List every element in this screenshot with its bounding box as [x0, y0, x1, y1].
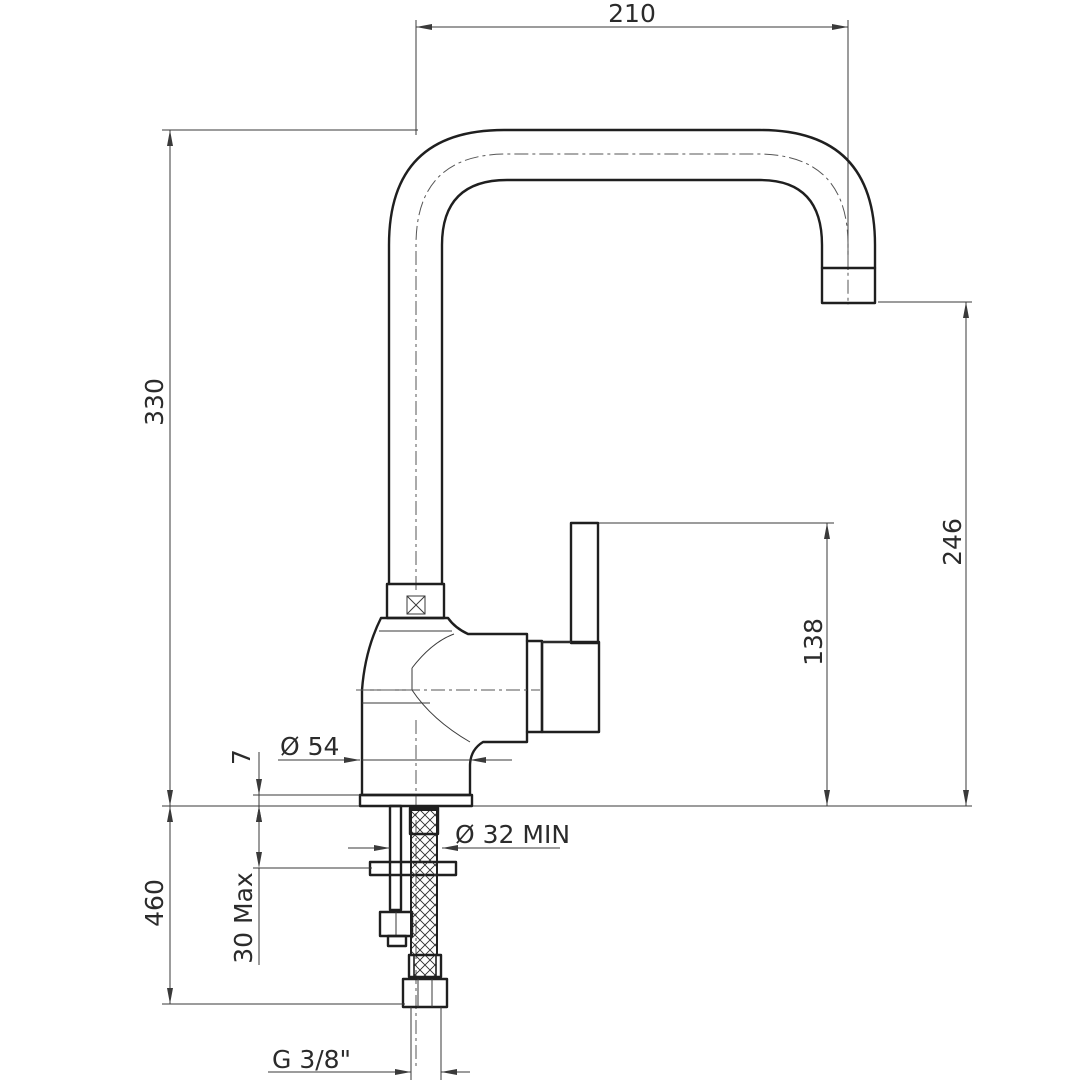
dim-spout-reach: 210: [415, 0, 849, 270]
dim-worktop-max: 30 Max: [229, 806, 372, 965]
dim-30max-label: 30 Max: [229, 872, 258, 963]
dim-460-label: 460: [140, 879, 169, 927]
mounting-assembly: [368, 804, 458, 1009]
dim-diam32-label: Ø 32 MIN: [455, 820, 570, 849]
dim-thread-label: G 3/8": [272, 1045, 351, 1074]
dim-7-label: 7: [227, 749, 256, 765]
dim-246-label: 246: [938, 518, 967, 566]
dim-hole: Ø 32 MIN: [348, 820, 570, 851]
dim-thread: G 3/8": [268, 1007, 470, 1080]
dim-210-label: 210: [608, 0, 656, 28]
dim-total-height: 330: [140, 129, 418, 806]
dim-138-label: 138: [799, 618, 828, 666]
faucet-body: [356, 128, 877, 1070]
dim-spout-height: 246: [878, 301, 972, 806]
dim-hose-length: 460: [140, 806, 405, 1005]
dim-330-label: 330: [140, 378, 169, 426]
dim-diam54-label: Ø 54: [280, 732, 339, 761]
dim-lever-height: 138: [598, 522, 834, 806]
dim-base: Ø 54 7: [227, 732, 512, 860]
